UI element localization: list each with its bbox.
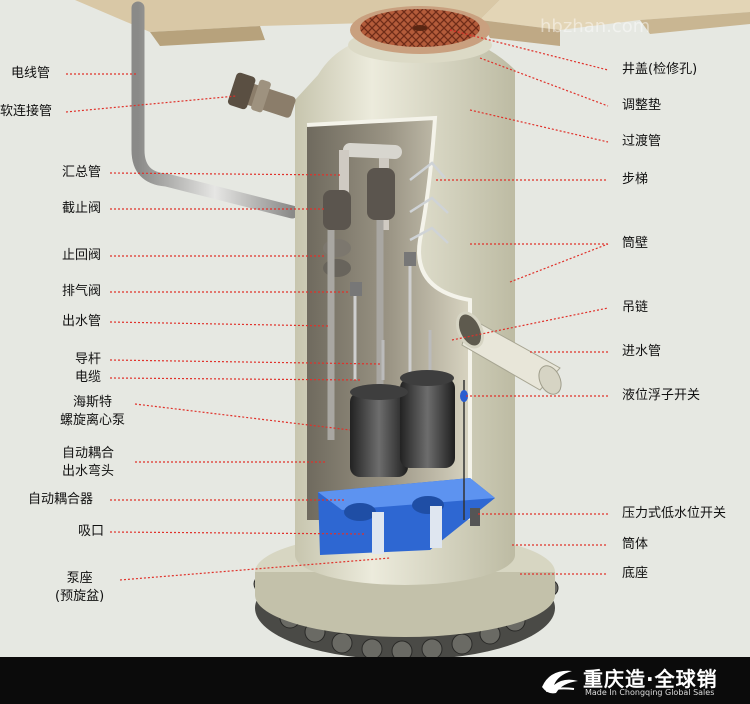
- label-pump: 海斯特 螺旋离心泵: [60, 395, 126, 428]
- label-transition-pipe: 过渡管: [622, 134, 662, 149]
- label-pressure-switch: 压力式低水位开关: [622, 506, 727, 521]
- pump-units: [350, 330, 455, 477]
- brand-slogan-cn: 重庆造·全球销: [583, 667, 718, 691]
- pressure-switch-shape: [470, 508, 480, 526]
- label-lifting-chain: 吊链: [622, 300, 649, 315]
- label-barrel-body: 筒体: [622, 537, 649, 552]
- label-outlet-pipe: 出水管: [62, 314, 102, 329]
- inlet-pipe-shape: [455, 311, 562, 395]
- label-adjust-pad: 调整垫: [622, 98, 662, 113]
- leader-lines-left: [65, 73, 391, 581]
- label-auto-coupling-elbow: 自动耦合 出水弯头: [62, 446, 115, 479]
- label-soft-connector: 软连接管: [0, 104, 53, 119]
- label-ladder: 步梯: [622, 172, 649, 187]
- label-base: 底座: [622, 566, 649, 581]
- brand-logo-icon: [542, 670, 578, 694]
- brand-slogan-en: Made In Chongqing Global Sales: [585, 688, 715, 697]
- leader-lines-right: [436, 29, 609, 575]
- label-guide-rod: 导杆: [75, 352, 102, 367]
- watermark: hbzhan.com: [540, 16, 651, 37]
- ladder: [409, 161, 449, 244]
- label-barrel-wall: 筒壁: [622, 236, 649, 251]
- label-float-switch: 液位浮子开关: [622, 388, 701, 403]
- cable-conduit: [131, 1, 299, 219]
- label-auto-coupler: 自动耦合器: [28, 492, 94, 507]
- label-manhole-cover: 井盖(检修孔): [622, 62, 698, 77]
- pump-base-blue: [318, 478, 495, 555]
- label-check-valve: 止回阀: [62, 248, 102, 263]
- label-inlet-pipe: 进水管: [622, 344, 662, 359]
- label-suction: 吸口: [78, 524, 105, 539]
- label-manifold: 汇总管: [62, 165, 102, 180]
- label-gate-valve: 截止阀: [62, 201, 102, 216]
- footer-bar: [0, 657, 750, 704]
- float-switch-shape: [460, 390, 468, 402]
- label-pump-base: 泵座 (预旋盆): [55, 571, 105, 604]
- label-cable: 电缆: [75, 370, 102, 385]
- label-air-valve: 排气阀: [62, 284, 102, 299]
- soft-connector-fitting: [227, 72, 296, 118]
- label-cable-pipe: 电线管: [10, 66, 50, 81]
